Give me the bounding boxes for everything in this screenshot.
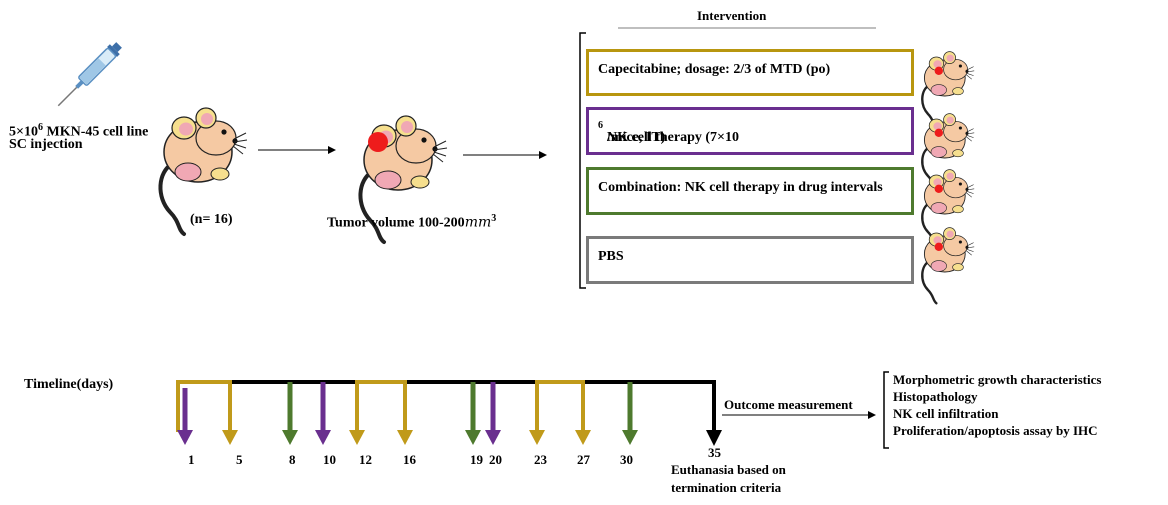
outcome-label: Outcome measurement <box>724 397 853 412</box>
day-label: 30 <box>620 452 633 467</box>
intervention-bracket <box>579 32 586 289</box>
intervention-title: Intervention <box>697 8 767 23</box>
day-label: 1 <box>188 452 195 467</box>
mouse-count-label: (n= 16) <box>190 212 233 227</box>
syringe-icon <box>57 42 122 107</box>
tumor-mouse-icon <box>358 114 449 244</box>
day-label: 8 <box>289 452 296 467</box>
day-label: 19 <box>470 452 483 467</box>
day-label: 27 <box>577 452 590 467</box>
outcome-item: NK cell infiltration <box>893 406 999 421</box>
group-mouse-icon <box>921 50 976 129</box>
outcome-bracket <box>883 371 889 449</box>
group-label: PBS <box>598 249 624 264</box>
day-label: 5 <box>236 452 243 467</box>
group-mouse-icon <box>921 168 976 247</box>
group-mouse-icon <box>921 112 976 191</box>
group-label: Capecitabine; dosage: 2/3 of MTD (po) <box>598 62 831 77</box>
euthanasia-note-line2: termination criteria <box>671 480 782 495</box>
group-mouse-icon <box>921 226 976 305</box>
day-label: 10 <box>323 452 336 467</box>
outcome-item: Proliferation/apoptosis assay by IHC <box>893 423 1098 438</box>
euthanasia-note-line1: Euthanasia based on <box>671 462 786 477</box>
group-box-pbs: PBS <box>586 236 914 284</box>
group-box-combination: Combination: NK cell therapy in drug int… <box>586 167 914 215</box>
injection-route-label: SC injection <box>9 137 83 152</box>
outcome-item: Morphometric growth characteristics <box>893 372 1102 387</box>
day-label: 16 <box>403 452 416 467</box>
day-label: 23 <box>534 452 547 467</box>
capecitabine-cycle <box>176 380 232 432</box>
tumor-volume-label: Tumor volume 100-200mm3 <box>327 213 497 231</box>
timeline-title: Timeline(days) <box>24 377 114 392</box>
outcome-item: Histopathology <box>893 389 978 404</box>
day-label: 12 <box>359 452 372 467</box>
day-35-arrow <box>706 430 722 446</box>
group-box-capecitabine: Capecitabine; dosage: 2/3 of MTD (po) <box>586 49 914 96</box>
group-label: Combination: NK cell therapy in drug int… <box>598 180 883 195</box>
day-label: 35 <box>708 445 721 460</box>
day-label: 20 <box>489 452 502 467</box>
injection-label: 5×106 MKN-45 cell line <box>9 122 149 140</box>
